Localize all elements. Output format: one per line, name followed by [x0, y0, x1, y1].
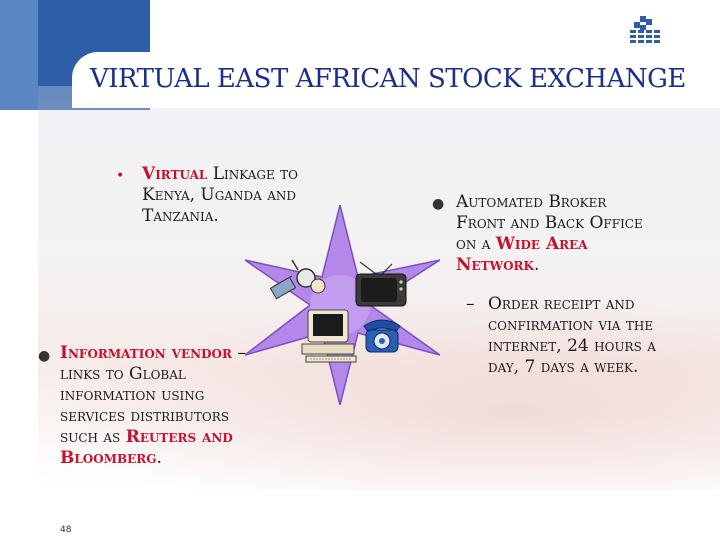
bullet-text: Tanzania. — [142, 206, 219, 226]
bullet-text: such as — [60, 427, 126, 447]
bullet-information-vendor: Information vendor – links to Global inf… — [60, 343, 246, 469]
bullet-bold-text: Virtual — [142, 164, 208, 184]
bullet-marker: ● — [38, 348, 51, 364]
bullet-automated-broker: Automated Broker Front and Back Office o… — [456, 192, 643, 276]
bullet-text: Linkage to — [207, 164, 299, 184]
bullet-text: – — [231, 343, 246, 363]
computer-icon — [301, 309, 357, 363]
bullet-bold-text: Wide Area — [495, 234, 588, 254]
telephone-icon — [363, 319, 401, 353]
bullet-text: Front and Back Office — [456, 213, 643, 233]
bullet-text: . — [533, 255, 540, 275]
bullet-text: Kenya, Uganda and — [142, 185, 296, 205]
sub-bullet-order-receipt: Order receipt and confirmation via the i… — [488, 294, 656, 378]
television-icon — [355, 262, 407, 307]
sub-bullet-text: internet, 24 hours a — [488, 336, 656, 356]
bullet-text: information using — [60, 385, 205, 405]
bullet-text: links to Global — [60, 364, 186, 384]
bullet-bold-text: Reuters and — [125, 427, 233, 447]
sub-bullet-text: confirmation via the — [488, 315, 654, 335]
sub-bullet-dash: – — [466, 294, 475, 314]
bullet-bold-text: Network — [456, 255, 534, 275]
page-number: 48 — [60, 525, 72, 535]
bullet-text: Automated Broker — [456, 192, 607, 212]
sub-bullet-text: Order receipt and — [488, 294, 635, 314]
bullet-marker: ● — [432, 196, 445, 212]
bullet-bold-text: Information vendor — [60, 343, 232, 363]
header-accent-stripe — [0, 0, 38, 110]
bullet-marker: • — [116, 168, 125, 184]
bullet-bold-text: Bloomberg — [60, 448, 157, 468]
sub-bullet-text: day, 7 days a week. — [488, 357, 639, 377]
satellite-icon — [269, 259, 326, 300]
bullet-text: . — [156, 448, 162, 468]
bullet-virtual-linkage: Virtual Linkage to Kenya, Uganda and Tan… — [142, 164, 298, 227]
exchange-logo-icon — [630, 16, 660, 43]
title-band — [72, 52, 720, 108]
bullet-text: services distributors — [60, 406, 229, 426]
slide-title: VIRTUAL EAST AFRICAN STOCK EXCHANGE — [90, 64, 686, 94]
bullet-text: on a — [456, 234, 496, 254]
